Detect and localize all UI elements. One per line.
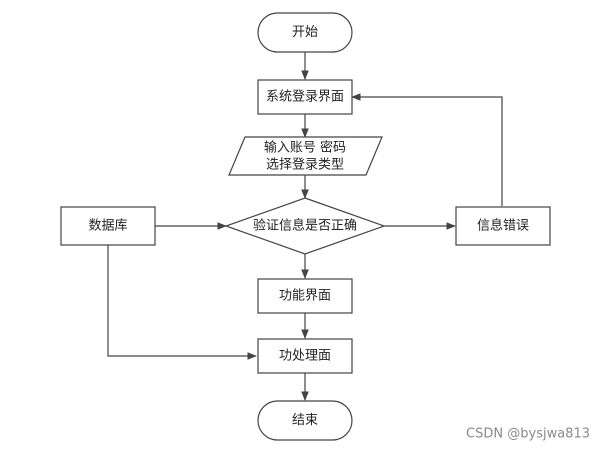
- arrow-database-to-processing: [107, 244, 257, 360]
- end-terminal: [257, 400, 353, 441]
- function-screen-label: 功能界面: [279, 289, 331, 304]
- watermark: CSDN @bysjwa813: [466, 427, 590, 442]
- login-screen-label: 系统登录界面: [266, 90, 344, 105]
- database-box: [60, 206, 156, 246]
- database-label: 数据库: [88, 218, 127, 234]
- processing-box: [257, 338, 353, 374]
- start-label: 开始: [292, 25, 318, 40]
- function-screen-box: [257, 278, 353, 314]
- input-label-line2: 选择登录类型: [266, 158, 344, 173]
- verify-label: 验证信息是否正确: [253, 218, 357, 234]
- start-terminal: [257, 12, 353, 53]
- verify-decision: [224, 197, 386, 255]
- input-label-line1: 输入账号 密码: [264, 140, 346, 156]
- arrow-error-to-login: [351, 93, 503, 206]
- input-parallelogram: [228, 136, 383, 176]
- error-box: [455, 206, 551, 246]
- login-screen-box: [257, 79, 353, 115]
- processing-label: 功处理面: [279, 349, 331, 364]
- error-label: 信息错误: [477, 218, 529, 234]
- end-label: 结束: [292, 413, 318, 428]
